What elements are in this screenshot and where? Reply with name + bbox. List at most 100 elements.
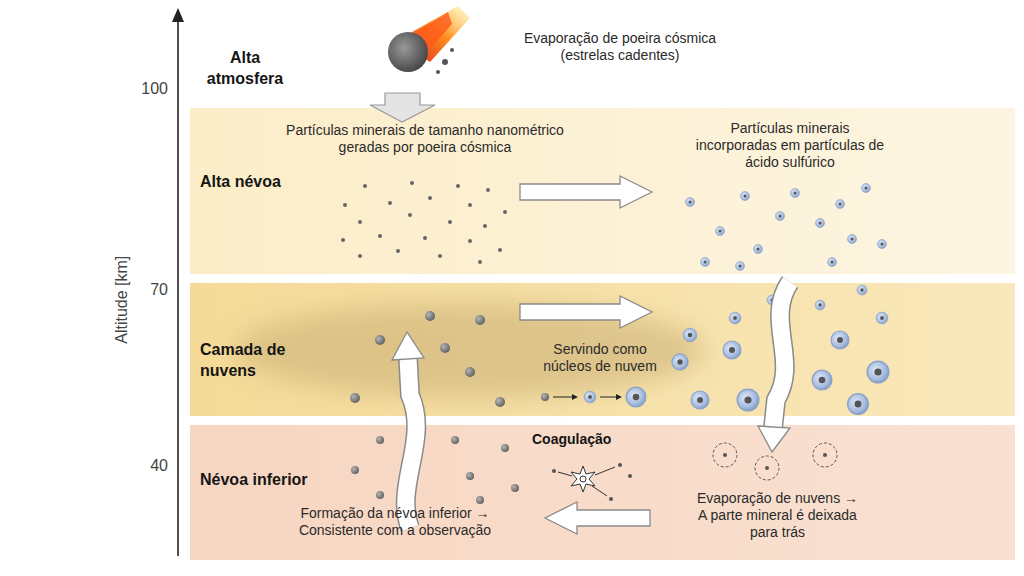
- particle: [341, 238, 345, 242]
- particle: [498, 248, 502, 252]
- small-arrow: [558, 472, 572, 476]
- dashed-droplet: [755, 456, 779, 480]
- droplet: [848, 394, 869, 415]
- particle: [723, 453, 727, 457]
- particle: [476, 496, 484, 504]
- particle: [440, 343, 450, 353]
- particle: [428, 196, 432, 200]
- particle: [609, 497, 613, 501]
- lower-haze-particles: [351, 436, 519, 504]
- particle: [423, 236, 427, 240]
- particle: [503, 210, 507, 214]
- particle: [741, 192, 750, 201]
- particle: [396, 249, 400, 253]
- particle: [483, 224, 487, 228]
- particle: [848, 235, 857, 244]
- meteor-debris: [436, 70, 440, 74]
- uplift-arrow: [406, 358, 416, 528]
- process-arrow: [520, 296, 652, 328]
- particle: [878, 240, 887, 249]
- annotation-text: Partículas minerais incorporadas em part…: [690, 120, 890, 171]
- small-arrow: [616, 394, 622, 400]
- annotation-text: Evaporação de poeira cósmica (estrelas c…: [505, 30, 735, 64]
- particle: [465, 367, 475, 377]
- meteor-debris: [450, 48, 454, 52]
- droplet: [831, 331, 849, 349]
- particle: [358, 254, 362, 258]
- particle: [408, 213, 412, 217]
- small-arrow: [595, 467, 615, 475]
- particle: [425, 311, 435, 321]
- axis-arrowhead: [172, 8, 184, 22]
- particle: [358, 220, 362, 224]
- particle: [776, 212, 785, 221]
- droplet: [626, 387, 646, 407]
- droplet: [857, 285, 867, 295]
- small-arrow: [600, 397, 617, 398]
- droplet: [815, 300, 825, 310]
- particle: [495, 397, 505, 407]
- particle: [376, 436, 384, 444]
- particle: [438, 254, 442, 258]
- collision-star: [571, 466, 595, 492]
- uplift-arrow: [406, 358, 416, 528]
- particle: [478, 260, 482, 264]
- band-label: Névoa inferior: [200, 470, 350, 491]
- particle: [350, 393, 360, 403]
- particle: [828, 258, 837, 267]
- meteor-debris: [442, 59, 448, 65]
- particle: [388, 201, 392, 205]
- particle: [466, 472, 474, 480]
- meteor-rock: [388, 32, 428, 72]
- particle: [451, 436, 459, 444]
- coated-particles: [686, 184, 887, 271]
- particle: [754, 245, 763, 254]
- droplet: [876, 312, 888, 324]
- particle: [410, 181, 414, 185]
- small-arrow: [553, 397, 573, 398]
- annotation-text: Coagulação: [532, 431, 632, 448]
- particle: [836, 200, 845, 209]
- particle: [816, 219, 825, 228]
- region-label: Alta atmosfera: [195, 48, 295, 90]
- particle: [701, 258, 710, 267]
- particle: [475, 315, 485, 325]
- particle: [376, 491, 384, 499]
- droplet: [672, 354, 688, 370]
- band-label: Camada de nuvens: [200, 340, 310, 382]
- droplet: [584, 391, 596, 403]
- particle: [501, 444, 509, 452]
- particle: [375, 335, 385, 345]
- particle: [511, 484, 519, 492]
- particle: [378, 234, 382, 238]
- particle: [862, 184, 871, 193]
- axis-title: Altitude [km]: [112, 240, 132, 360]
- particle: [486, 188, 490, 192]
- uplift-arrowhead: [392, 332, 424, 360]
- particle: [628, 474, 632, 478]
- mineral-particles: [350, 311, 505, 407]
- dashed-droplet: [813, 443, 837, 467]
- band-label: Alta névoa: [200, 172, 340, 193]
- axis-tick: 100: [124, 79, 168, 99]
- droplet: [867, 361, 889, 383]
- particle: [552, 469, 556, 473]
- particle: [716, 227, 725, 236]
- droplet: [812, 370, 832, 390]
- particle: [363, 184, 367, 188]
- particle: [765, 466, 769, 470]
- particle: [736, 262, 745, 271]
- particle: [351, 466, 359, 474]
- droplet: [729, 312, 741, 324]
- particle: [541, 393, 549, 401]
- particle: [618, 463, 622, 467]
- droplet: [691, 391, 709, 409]
- annotation-text: Evaporação de nuvens → A parte mineral é…: [695, 490, 860, 541]
- altitude-axis: [177, 20, 179, 556]
- settling-arrow: [773, 282, 790, 428]
- particle: [343, 203, 347, 207]
- small-arrow: [592, 486, 607, 496]
- settling-arrowhead: [758, 426, 790, 452]
- process-arrow: [520, 176, 652, 208]
